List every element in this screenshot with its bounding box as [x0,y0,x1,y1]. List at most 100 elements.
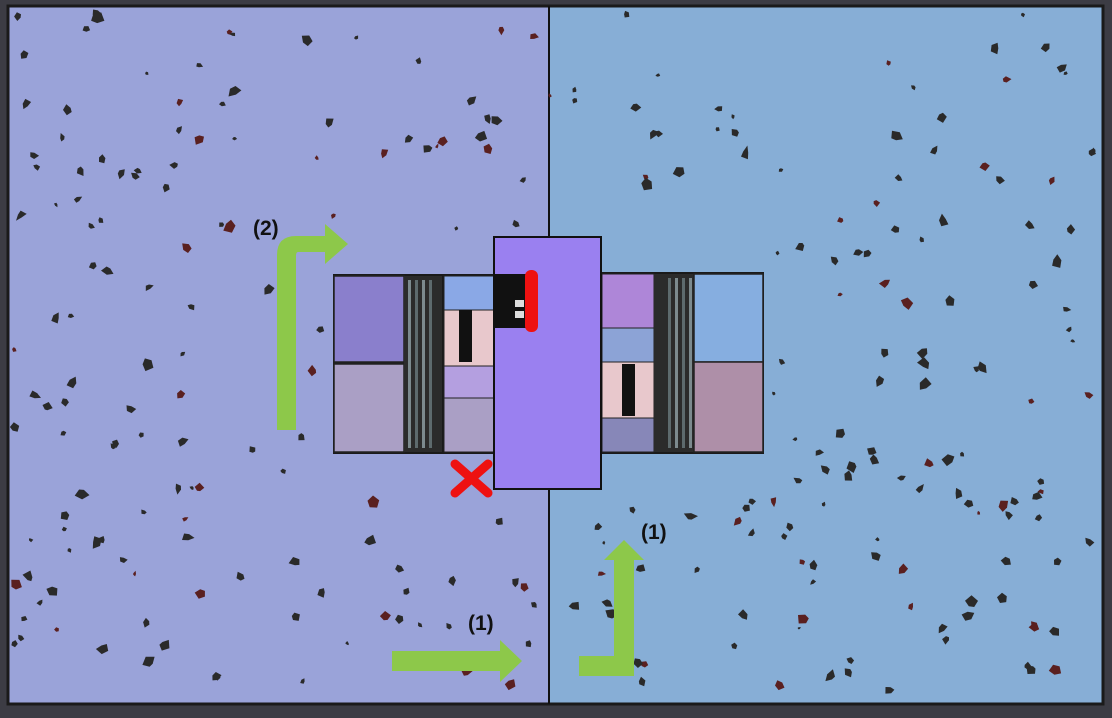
debris-particle [364,534,376,546]
module-lower-right [693,361,764,453]
debris-particle [88,262,97,270]
debris-particle [919,377,932,390]
debris-particle [908,602,913,611]
debris-particle [288,557,300,566]
debris-particle [568,601,580,610]
debris-particle [876,375,885,387]
debris-particle [1010,497,1019,506]
debris-particle [867,447,877,455]
debris-particle [672,167,685,178]
right-vent-slat [675,278,678,448]
debris-particle [890,225,900,233]
small-room-lavender-lower [443,397,495,453]
right-vent-slat [689,278,692,448]
debris-particle [345,641,349,646]
debris-particle [799,559,806,565]
debris-particle [145,284,154,291]
debris-particle [996,176,1005,185]
debris-particle [60,511,70,520]
debris-particle [95,644,109,655]
debris-particle [741,145,749,160]
debris-particle [597,571,606,576]
debris-particle [873,200,881,207]
debris-particle [820,465,830,475]
debris-particle [594,522,603,530]
debris-particle [30,152,40,159]
debris-particle [1054,557,1062,566]
debris-particle [126,405,137,414]
route-label-1-bottom: (1) [468,612,494,635]
debris-particle [14,12,21,21]
debris-particle [1065,326,1072,333]
debris-particle [474,130,488,142]
debris-particle [182,533,195,541]
debris-particle [91,12,105,24]
debris-field [9,9,1096,694]
debris-particle [641,661,649,668]
debris-particle [63,104,72,116]
debris-particle [74,489,90,500]
debris-particle [911,85,916,91]
debris-particle [1024,661,1032,670]
debris-particle [280,468,286,474]
debris-particle [792,437,798,442]
debris-particle [795,243,805,251]
debris-particle [1063,306,1072,312]
debris-particle [1052,254,1062,268]
debris-particle [1070,339,1076,343]
debris-particle [869,454,880,465]
debris-particle [415,57,422,64]
debris-particle [367,495,380,508]
debris-particle [291,612,300,621]
narrow-passage [459,310,472,362]
debris-particle [22,98,32,110]
debris-particle [638,676,646,687]
debris-particle [418,622,423,628]
debris-particle [655,130,663,138]
left-vent-slat [415,280,418,448]
debris-particle [1021,12,1025,18]
debris-particle [960,451,965,457]
debris-particle [977,361,987,374]
debris-particle [779,358,786,365]
debris-particle [98,217,104,223]
debris-particle [881,348,889,358]
hub-panel [515,311,524,318]
debris-particle [512,578,519,588]
debris-particle [437,136,448,147]
module-upper-right [693,273,764,363]
debris-particle [731,114,735,120]
debris-particle [454,226,459,231]
debris-particle [110,443,116,450]
debris-particle [99,536,105,544]
small-room-slate [601,417,655,453]
debris-particle [835,428,845,438]
debris-particle [525,640,532,648]
debris-particle [33,164,41,171]
debris-particle [354,35,359,40]
debris-particle [404,134,414,143]
debris-particle [51,312,59,324]
debris-particle [875,537,880,542]
debris-particle [810,579,817,585]
debris-particle [117,169,125,180]
debris-particle [916,348,928,359]
debris-particle [236,571,245,581]
debris-particle [219,101,226,107]
debris-particle [930,145,938,155]
debris-particle [298,433,305,441]
debris-particle [395,564,405,573]
debris-particle [938,623,948,634]
debris-particle [898,563,909,574]
debris-particle [21,616,28,622]
debris-particle [175,483,181,495]
right-vent-slat [682,278,685,448]
debris-particle [942,636,949,645]
right-vent-block [654,274,694,452]
debris-particle [448,575,456,587]
debris-particle [821,501,826,507]
debris-particle [990,42,999,55]
debris-particle [483,143,493,154]
